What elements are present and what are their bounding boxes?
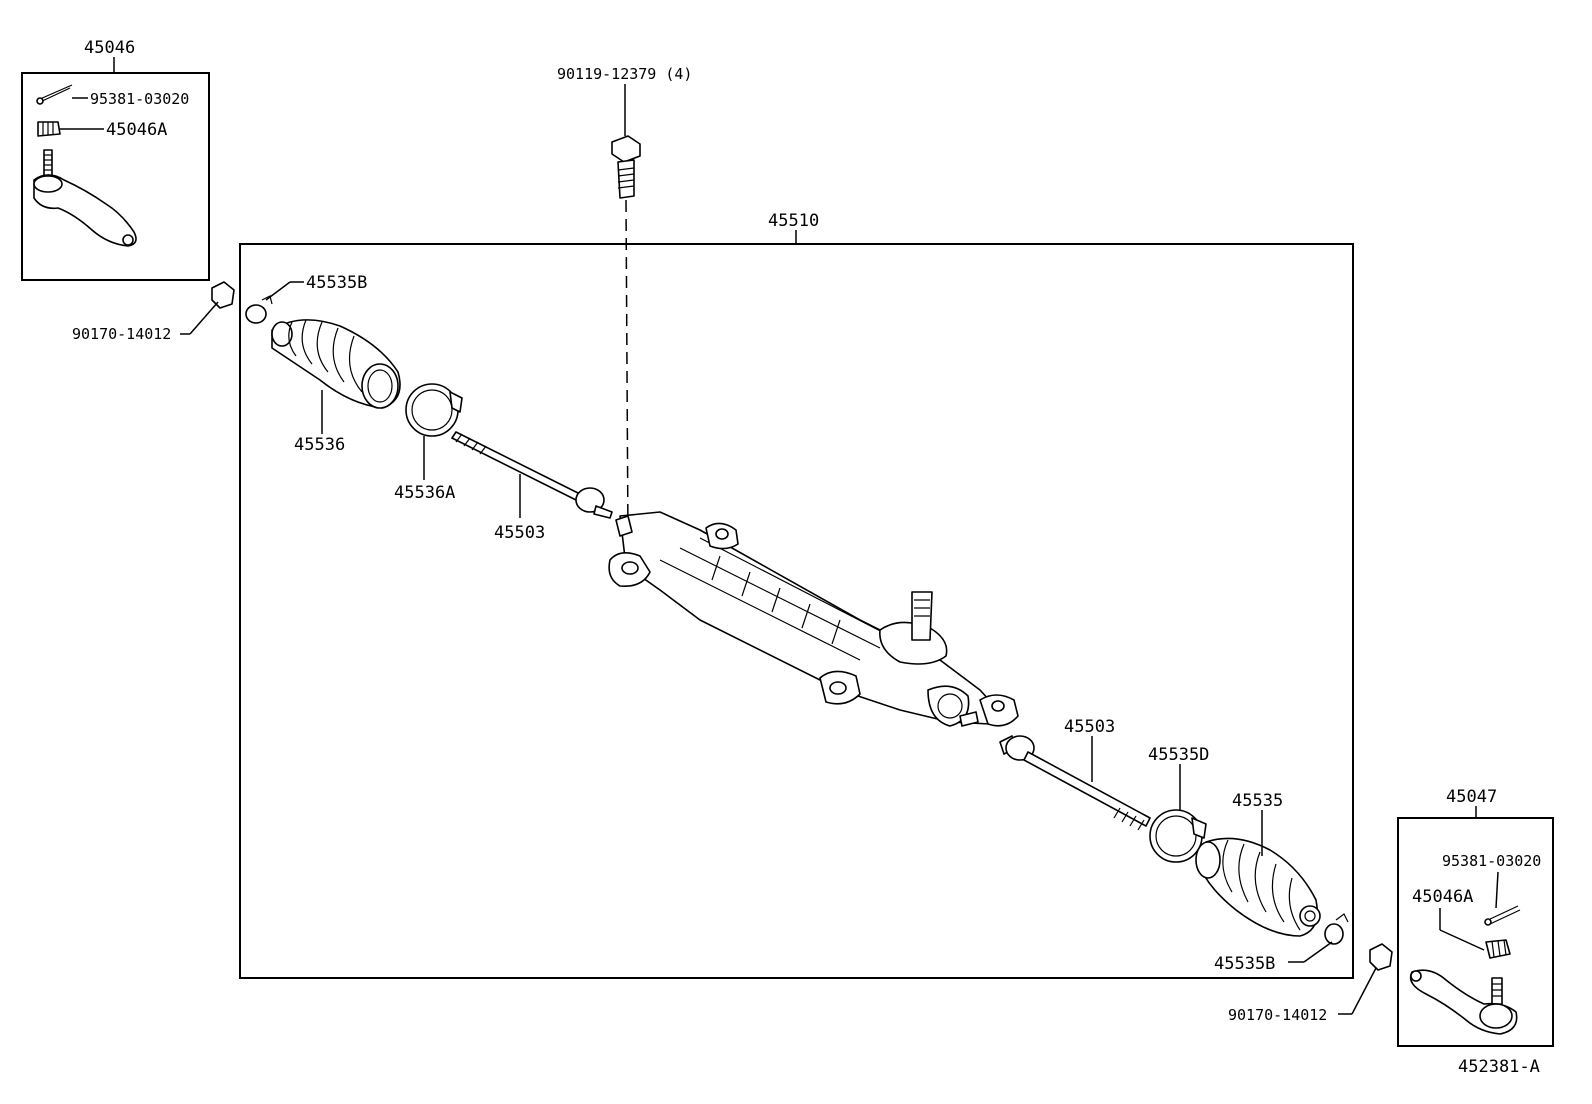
- tie-rod-end-box-right: 45047 95381-03020 45046A: [1397, 787, 1554, 1047]
- label-95381-03020-right: 95381-03020: [1442, 852, 1541, 870]
- lock-nut-right-icon: [1369, 943, 1393, 971]
- band-right-icon: [1149, 809, 1207, 863]
- cotter-pin-right-icon: [1484, 905, 1521, 926]
- label-45535: 45535: [1232, 791, 1283, 811]
- bolt-icon: [611, 135, 641, 199]
- label-45536: 45536: [294, 435, 345, 455]
- rack-housing-icon: [608, 511, 1019, 727]
- castle-nut-left-icon: [37, 121, 61, 137]
- clamp-right-icon: [1324, 913, 1349, 945]
- label-90170-14012-right: 90170-14012: [1228, 1006, 1327, 1024]
- cotter-pin-left-icon: [36, 84, 73, 105]
- tie-rod-left-icon: [451, 431, 613, 519]
- label-90170-14012-left: 90170-14012: [72, 325, 171, 343]
- box-outline-left: [21, 72, 210, 281]
- tie-rod-end-left-icon: [33, 149, 137, 247]
- tie-rod-end-box-left: 45046 95381-03020 45046A: [21, 38, 210, 281]
- label-45046A-left: 45046A: [106, 120, 167, 140]
- label-45047: 45047: [1446, 787, 1497, 807]
- boot-left-icon: [271, 319, 401, 409]
- tie-rod-end-right-icon: [1409, 969, 1518, 1035]
- label-45535B-right: 45535B: [1214, 954, 1275, 974]
- label-45503-left: 45503: [494, 523, 545, 543]
- clamp-left-icon: [245, 295, 273, 324]
- label-45535B-left: 45535B: [306, 273, 367, 293]
- lock-nut-left-icon: [211, 281, 235, 309]
- label-45535D: 45535D: [1148, 745, 1209, 765]
- label-95381-03020-left: 95381-03020: [90, 90, 189, 108]
- steering-gear-assembly: 45510 45535B 45536 45536A: [239, 211, 1354, 979]
- label-45046: 45046: [84, 38, 135, 58]
- label-45046A-right: 45046A: [1412, 887, 1473, 907]
- label-45510: 45510: [768, 211, 819, 231]
- label-90119-12379: 90119-12379 (4): [557, 65, 692, 83]
- label-45503-right: 45503: [1064, 717, 1115, 737]
- tie-rod-right-icon: [999, 735, 1151, 831]
- lock-nut-right: 90170-14012: [1228, 943, 1393, 1024]
- lock-nut-left: 90170-14012: [72, 281, 235, 343]
- figure-id: 452381-A: [1458, 1057, 1540, 1077]
- castle-nut-right-icon: [1485, 939, 1511, 959]
- boot-right-icon: [1195, 837, 1321, 937]
- label-45536A: 45536A: [394, 483, 455, 503]
- band-left-icon: [405, 383, 463, 437]
- bolt-group: 90119-12379 (4): [557, 65, 692, 541]
